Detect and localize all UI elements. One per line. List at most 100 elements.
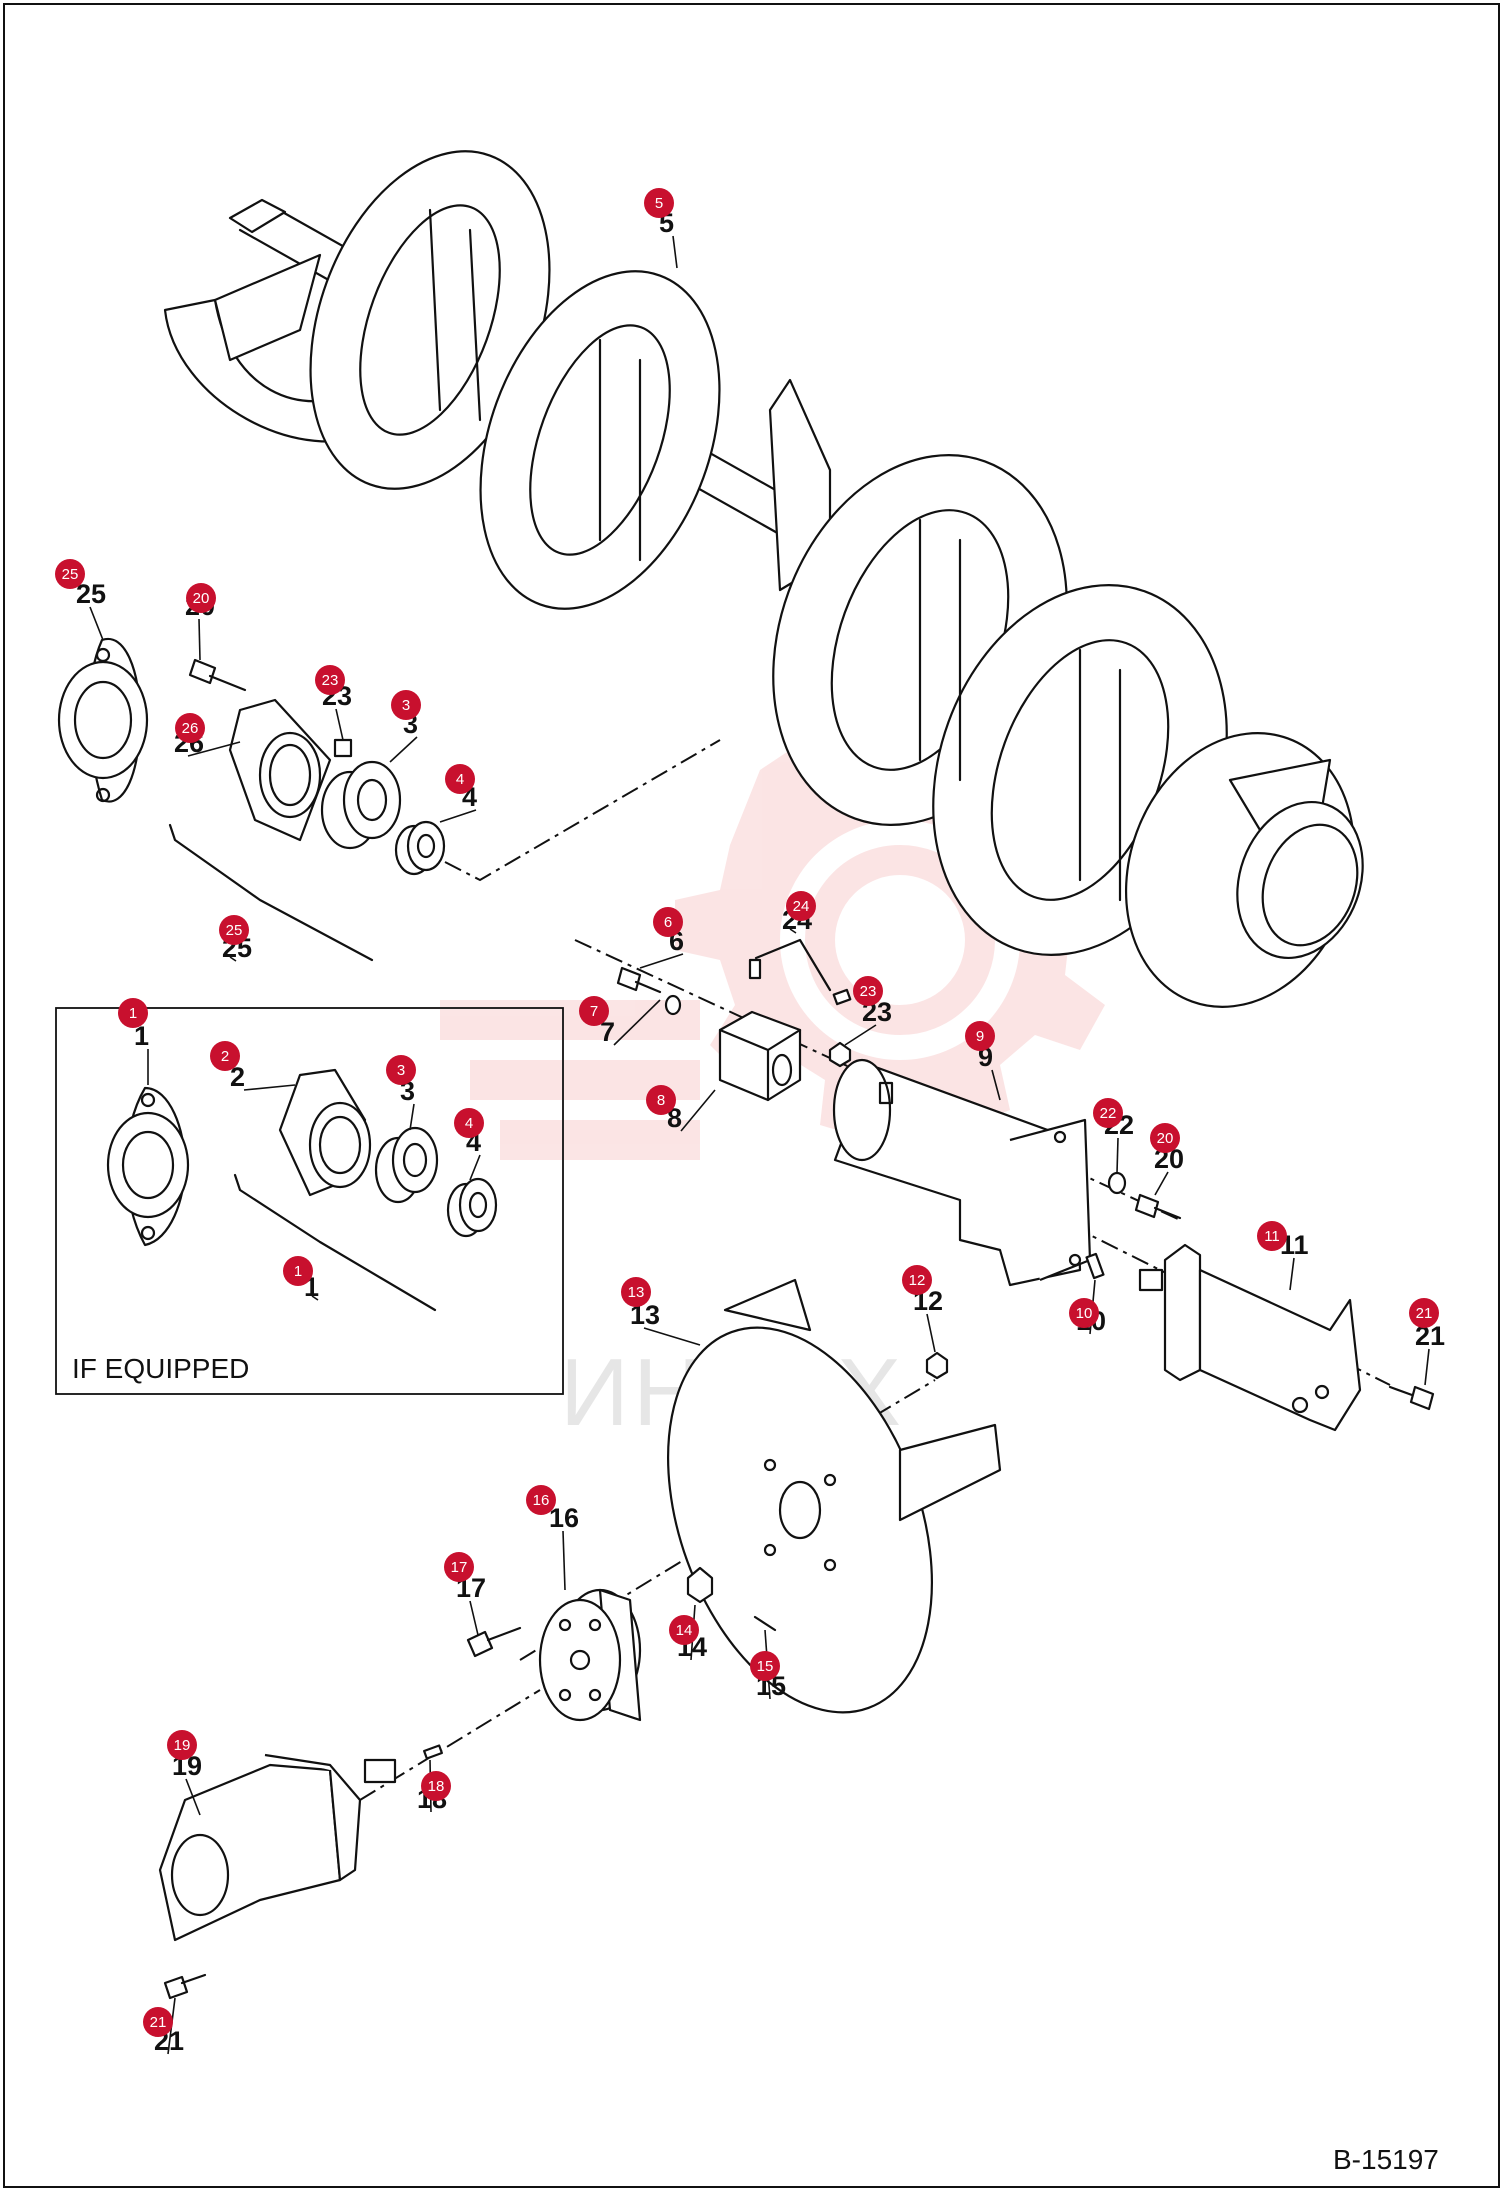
center-line bbox=[444, 739, 721, 882]
inset-caption: IF EQUIPPED bbox=[72, 1353, 249, 1384]
callout-number: 9 bbox=[976, 1028, 984, 1045]
callout-circle bbox=[421, 1771, 451, 1801]
part-callout-bubble[interactable]: 1 bbox=[283, 1256, 313, 1286]
part-callout-bubble[interactable]: 26 bbox=[175, 713, 205, 743]
part-callout-bubble[interactable]: 4 bbox=[454, 1108, 484, 1138]
part-callout-bubble[interactable]: 1 bbox=[118, 998, 148, 1028]
part-callout-bubble[interactable]: 2 bbox=[210, 1041, 240, 1071]
callout-number: 12 bbox=[909, 1272, 926, 1289]
callout-number: 16 bbox=[533, 1492, 550, 1509]
callout-number: 26 bbox=[182, 720, 199, 737]
bearing-group bbox=[57, 637, 446, 962]
part-callout-bubble[interactable]: 23 bbox=[315, 665, 345, 695]
callout-number: 19 bbox=[174, 1737, 191, 1754]
part-callout-bubble[interactable]: 21 bbox=[143, 2007, 173, 2037]
part-callout-bubble[interactable]: 21 bbox=[1409, 1298, 1439, 1328]
part-callout-bubble[interactable]: 18 bbox=[421, 1771, 451, 1801]
leader-line bbox=[926, 1313, 936, 1353]
part-callout-bubble[interactable]: 17 bbox=[444, 1552, 474, 1582]
part-callout-bubble[interactable]: 4 bbox=[445, 764, 475, 794]
part-callout-bubble[interactable]: 6 bbox=[653, 907, 683, 937]
callout-circle bbox=[444, 1552, 474, 1582]
callout-circle bbox=[445, 764, 475, 794]
part-callout-bubble[interactable]: 9 bbox=[965, 1021, 995, 1051]
leader-line bbox=[198, 618, 201, 661]
callout-circle bbox=[186, 583, 216, 613]
leader-line bbox=[229, 956, 237, 962]
figure-id: B-15197 bbox=[1333, 2144, 1439, 2175]
callout-number: 22 bbox=[1100, 1105, 1117, 1122]
callout-circle bbox=[454, 1108, 484, 1138]
leader-line bbox=[1116, 1137, 1119, 1174]
callout-circle bbox=[55, 559, 85, 589]
callout-number: 25 bbox=[226, 922, 243, 939]
callout-circle bbox=[786, 891, 816, 921]
leader-line bbox=[1424, 1348, 1430, 1386]
callout-circle bbox=[118, 998, 148, 1028]
part-callout-bubble[interactable]: 20 bbox=[1150, 1123, 1180, 1153]
leader-line bbox=[672, 235, 678, 269]
part-callout-bubble[interactable]: 3 bbox=[386, 1055, 416, 1085]
callout-circle bbox=[386, 1055, 416, 1085]
inset-frame bbox=[55, 1007, 564, 1395]
callout-number: 14 bbox=[676, 1622, 693, 1639]
callout-number: 4 bbox=[465, 1115, 473, 1132]
callout-number: 25 bbox=[62, 566, 79, 583]
part-number-label: 16 bbox=[549, 1503, 579, 1533]
callout-circle bbox=[750, 1651, 780, 1681]
callout-circle bbox=[219, 915, 249, 945]
part-callout-bubble[interactable]: 10 bbox=[1069, 1298, 1099, 1328]
callout-number: 20 bbox=[1157, 1130, 1174, 1147]
part-number-label: 1 bbox=[134, 1021, 149, 1051]
if-equipped-inset: IF EQUIPPED bbox=[55, 1007, 564, 1395]
callout-number: 24 bbox=[793, 898, 810, 915]
leader-line bbox=[389, 736, 418, 763]
callout-circle bbox=[210, 1041, 240, 1071]
callout-number: 11 bbox=[1264, 1228, 1280, 1245]
part-callout-bubble[interactable]: 19 bbox=[167, 1730, 197, 1760]
leader-line bbox=[680, 1089, 716, 1132]
part-callout-bubble[interactable]: 13 bbox=[621, 1277, 651, 1307]
part-callout-bubble[interactable]: 23 bbox=[853, 976, 883, 1006]
leader-line bbox=[844, 1024, 877, 1046]
callout-circle bbox=[1069, 1298, 1099, 1328]
part-number-label: 7 bbox=[600, 1017, 615, 1047]
part-callout-bubble[interactable]: 12 bbox=[902, 1265, 932, 1295]
part-callout-bubble[interactable]: 25 bbox=[219, 915, 249, 945]
callout-number: 2 bbox=[221, 1048, 229, 1065]
callout-number: 3 bbox=[397, 1062, 405, 1079]
coupler-group bbox=[574, 938, 1435, 1432]
callout-number: 1 bbox=[294, 1263, 302, 1280]
callout-number: 8 bbox=[657, 1092, 665, 1109]
part-callout-bubble[interactable]: 20 bbox=[186, 583, 216, 613]
leader-line bbox=[89, 606, 104, 641]
leader-line bbox=[1289, 1257, 1295, 1291]
callout-circle bbox=[1150, 1123, 1180, 1153]
leader-line bbox=[562, 1530, 566, 1591]
callout-circle bbox=[965, 1021, 995, 1051]
leader-line bbox=[185, 1778, 201, 1816]
part-callout-bubble[interactable]: 14 bbox=[669, 1615, 699, 1645]
callout-circle bbox=[621, 1277, 651, 1307]
part-number-labels: 5252023326425624723892220111021121316171… bbox=[76, 208, 1445, 2056]
callout-number: 15 bbox=[757, 1658, 774, 1675]
part-number-label: 2 bbox=[230, 1062, 245, 1092]
callout-circle bbox=[175, 713, 205, 743]
leader-line bbox=[311, 1295, 319, 1301]
auger-assembly bbox=[163, 150, 1364, 1008]
part-callout-bubble[interactable]: 15 bbox=[750, 1651, 780, 1681]
part-callout-bubble[interactable]: 5 bbox=[644, 188, 674, 218]
callout-number: 10 bbox=[1076, 1305, 1093, 1322]
leader-line bbox=[187, 741, 241, 757]
part-callout-bubble[interactable]: 8 bbox=[646, 1085, 676, 1115]
part-callout-bubble[interactable]: 24 bbox=[786, 891, 816, 921]
part-callout-bubble[interactable]: 22 bbox=[1093, 1098, 1123, 1128]
part-callout-bubble[interactable]: 11 bbox=[1257, 1221, 1287, 1251]
leader-line bbox=[469, 1600, 479, 1636]
part-callout-bubble[interactable]: 16 bbox=[526, 1485, 556, 1515]
callout-number: 4 bbox=[456, 771, 464, 788]
part-callout-bubble[interactable]: 25 bbox=[55, 559, 85, 589]
part-callout-bubble[interactable]: 7 bbox=[579, 996, 609, 1026]
part-callout-bubble[interactable]: 3 bbox=[391, 690, 421, 720]
